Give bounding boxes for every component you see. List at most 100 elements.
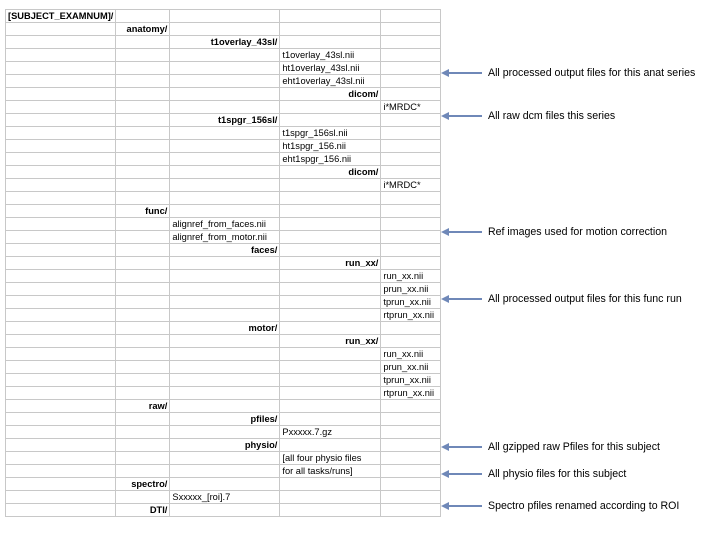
empty-cell[interactable]: [380, 126, 442, 140]
empty-cell[interactable]: [4, 268, 117, 283]
empty-cell[interactable]: [380, 502, 442, 517]
empty-cell[interactable]: [115, 385, 171, 400]
file-cell[interactable]: Pxxxxx.7.gz: [279, 424, 382, 439]
empty-cell[interactable]: [4, 35, 117, 49]
empty-cell[interactable]: [4, 385, 117, 400]
empty-cell[interactable]: [4, 476, 117, 491]
empty-cell[interactable]: [115, 48, 171, 62]
empty-cell[interactable]: [115, 320, 171, 335]
empty-cell[interactable]: [4, 242, 117, 257]
empty-cell[interactable]: [279, 100, 382, 114]
empty-cell[interactable]: [4, 139, 117, 153]
empty-cell[interactable]: [279, 307, 382, 322]
empty-cell[interactable]: [115, 372, 171, 387]
empty-cell[interactable]: [115, 165, 171, 179]
empty-cell[interactable]: [115, 87, 171, 101]
empty-cell[interactable]: [380, 463, 442, 478]
empty-cell[interactable]: [380, 333, 442, 348]
file-cell[interactable]: Sxxxxx_[roi].7: [169, 489, 281, 504]
file-cell[interactable]: ht1overlay_43sl.nii: [279, 61, 382, 75]
empty-cell[interactable]: [380, 74, 442, 88]
directory-cell[interactable]: motor/: [169, 320, 281, 335]
empty-cell[interactable]: [380, 255, 442, 270]
empty-cell[interactable]: [380, 437, 442, 452]
empty-cell[interactable]: [279, 372, 382, 387]
empty-cell[interactable]: [279, 229, 382, 244]
empty-cell[interactable]: [4, 398, 117, 413]
empty-cell[interactable]: [4, 424, 117, 439]
empty-cell[interactable]: [4, 100, 117, 114]
empty-cell[interactable]: [4, 126, 117, 140]
empty-cell[interactable]: [4, 152, 117, 166]
empty-cell[interactable]: [4, 178, 117, 192]
empty-cell[interactable]: [4, 48, 117, 62]
empty-cell[interactable]: [169, 191, 281, 205]
empty-cell[interactable]: [115, 463, 171, 478]
empty-cell[interactable]: [169, 9, 281, 23]
empty-cell[interactable]: [279, 281, 382, 296]
empty-cell[interactable]: [380, 191, 442, 205]
empty-cell[interactable]: [4, 216, 117, 231]
empty-cell[interactable]: [169, 333, 281, 348]
empty-cell[interactable]: [380, 152, 442, 166]
empty-cell[interactable]: [279, 346, 382, 361]
empty-cell[interactable]: [169, 346, 281, 361]
directory-cell[interactable]: pfiles/: [169, 411, 281, 426]
empty-cell[interactable]: [169, 268, 281, 283]
empty-cell[interactable]: [279, 320, 382, 335]
empty-cell[interactable]: [279, 385, 382, 400]
empty-cell[interactable]: [380, 165, 442, 179]
empty-cell[interactable]: [279, 22, 382, 36]
empty-cell[interactable]: [169, 424, 281, 439]
empty-cell[interactable]: [115, 255, 171, 270]
file-cell[interactable]: t1spgr_156sl.nii: [279, 126, 382, 140]
empty-cell[interactable]: [4, 463, 117, 478]
empty-cell[interactable]: [169, 372, 281, 387]
file-cell[interactable]: run_xx.nii: [380, 346, 442, 361]
empty-cell[interactable]: [169, 294, 281, 309]
file-cell[interactable]: prun_xx.nii: [380, 359, 442, 374]
empty-cell[interactable]: [380, 113, 442, 127]
empty-cell[interactable]: [4, 294, 117, 309]
empty-cell[interactable]: [115, 74, 171, 88]
file-cell[interactable]: rtprun_xx.nii: [380, 385, 442, 400]
empty-cell[interactable]: [4, 489, 117, 504]
empty-cell[interactable]: [4, 450, 117, 465]
directory-cell[interactable]: physio/: [169, 437, 281, 452]
empty-cell[interactable]: [279, 242, 382, 257]
empty-cell[interactable]: [380, 9, 442, 23]
empty-cell[interactable]: [169, 126, 281, 140]
empty-cell[interactable]: [4, 307, 117, 322]
empty-cell[interactable]: [169, 165, 281, 179]
empty-cell[interactable]: [4, 411, 117, 426]
empty-cell[interactable]: [279, 476, 382, 491]
empty-cell[interactable]: [169, 100, 281, 114]
directory-cell[interactable]: run_xx/: [279, 255, 382, 270]
empty-cell[interactable]: [169, 74, 281, 88]
empty-cell[interactable]: [380, 242, 442, 257]
empty-cell[interactable]: [4, 87, 117, 101]
empty-cell[interactable]: [380, 411, 442, 426]
empty-cell[interactable]: [4, 437, 117, 452]
empty-cell[interactable]: [380, 229, 442, 244]
directory-cell[interactable]: dicom/: [279, 165, 382, 179]
empty-cell[interactable]: [279, 398, 382, 413]
empty-cell[interactable]: [169, 476, 281, 491]
empty-cell[interactable]: [115, 359, 171, 374]
empty-cell[interactable]: [4, 372, 117, 387]
empty-cell[interactable]: [4, 74, 117, 88]
empty-cell[interactable]: [380, 139, 442, 153]
empty-cell[interactable]: [169, 61, 281, 75]
directory-cell[interactable]: [SUBJECT_EXAMNUM]/: [4, 9, 117, 23]
file-cell[interactable]: tprun_xx.nii: [380, 372, 442, 387]
empty-cell[interactable]: [380, 424, 442, 439]
empty-cell[interactable]: [169, 450, 281, 465]
empty-cell[interactable]: [380, 216, 442, 231]
empty-cell[interactable]: [380, 87, 442, 101]
empty-cell[interactable]: [380, 489, 442, 504]
empty-cell[interactable]: [279, 294, 382, 309]
empty-cell[interactable]: [279, 437, 382, 452]
file-cell[interactable]: prun_xx.nii: [380, 281, 442, 296]
empty-cell[interactable]: [380, 476, 442, 491]
file-cell[interactable]: alignref_from_faces.nii: [169, 216, 281, 231]
